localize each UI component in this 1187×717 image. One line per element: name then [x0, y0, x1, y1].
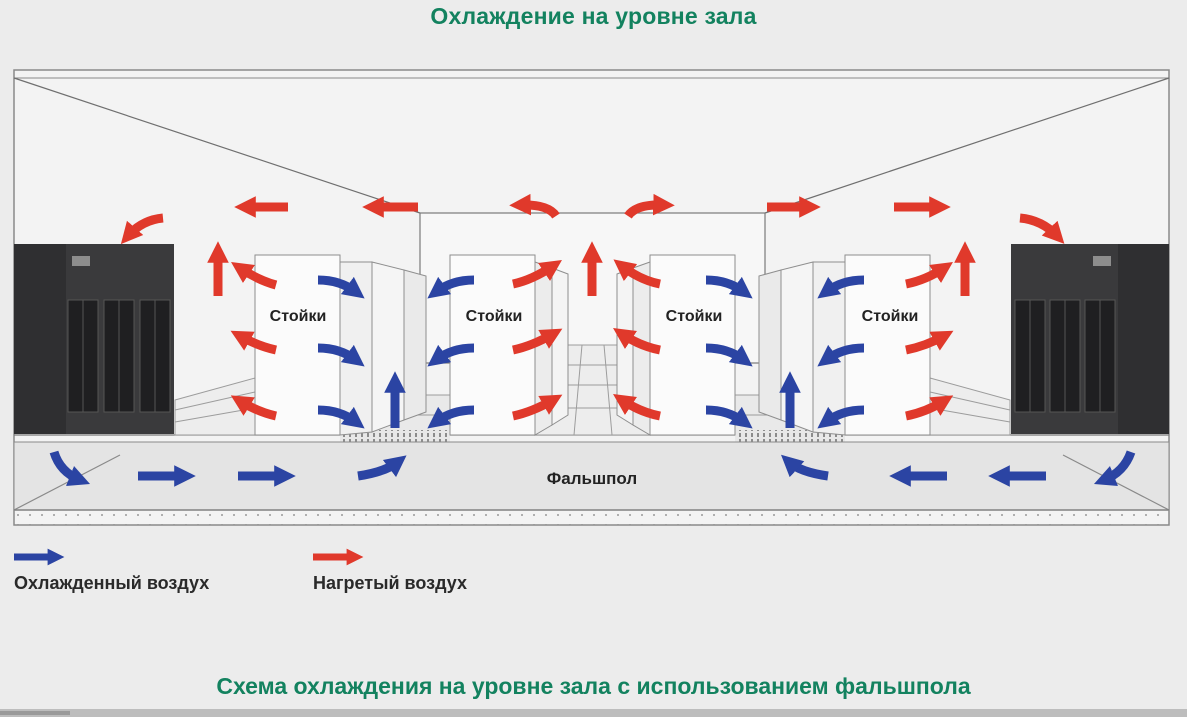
- cold-air-arrow: [705, 343, 753, 367]
- progress-played: [0, 711, 70, 715]
- hot-air-arrow: [613, 394, 661, 421]
- hot-air-arrow: [624, 193, 675, 219]
- cooling-unit-left: [14, 244, 174, 434]
- hot-air-arrow: [511, 260, 562, 289]
- rack-label: Стойки: [270, 308, 327, 325]
- hot-air-arrow: [231, 262, 278, 290]
- hot-air-arrow: [905, 262, 953, 289]
- hot-air-arrow: [613, 259, 661, 289]
- rack-label: Стойки: [666, 308, 723, 325]
- hot-air-arrow: [905, 330, 954, 355]
- hot-air-arrow: [512, 328, 563, 355]
- page-title: Охлаждение на уровне зала: [430, 3, 757, 29]
- hot-air-arrow: [512, 394, 563, 421]
- hot-air-arrow: [613, 328, 661, 355]
- cold-air-arrow: [317, 275, 365, 299]
- cold-air-arrow: [817, 405, 865, 429]
- cold-air-arrow: [1093, 450, 1136, 487]
- cold-air-arrow: [817, 275, 865, 299]
- cold-air-arrow: [705, 405, 753, 429]
- hot-air-arrow: [120, 213, 164, 245]
- cold-air-arrow: [357, 455, 407, 481]
- rack-label: Стойки: [862, 308, 919, 325]
- cold-air-arrows: [49, 275, 1136, 487]
- legend-cold-label: Охлажденный воздух: [14, 573, 210, 593]
- progress-bar[interactable]: [0, 709, 1187, 717]
- hot-air-arrow: [230, 395, 278, 421]
- hot-air-arrow: [1019, 213, 1065, 244]
- cold-air-arrow: [427, 275, 475, 299]
- legend-hot-label: Нагретый воздух: [313, 573, 467, 593]
- raised-floor-label: Фальшпол: [547, 469, 637, 488]
- vent-tile-right: [735, 430, 845, 442]
- hot-air-arrow: [230, 330, 278, 355]
- cooling-unit-right: [1011, 244, 1169, 434]
- hot-air-arrows: [120, 193, 1065, 421]
- hot-air-arrow: [509, 193, 560, 219]
- cold-air-arrow: [427, 405, 475, 429]
- cold-air-arrow: [781, 454, 829, 481]
- cold-air-arrow: [817, 343, 865, 367]
- rack-label: Стойки: [466, 308, 523, 325]
- cold-air-arrow: [317, 343, 365, 367]
- cold-air-arrow: [49, 450, 91, 487]
- cold-air-arrow: [705, 275, 753, 299]
- cold-air-arrow: [427, 343, 475, 367]
- cold-air-arrow: [317, 405, 365, 429]
- vent-tile-left: [340, 430, 450, 442]
- footer-title: Схема охлаждения на уровне зала с исполь…: [216, 673, 971, 699]
- hot-air-arrow: [905, 395, 954, 421]
- rack-group-1: [254, 254, 427, 436]
